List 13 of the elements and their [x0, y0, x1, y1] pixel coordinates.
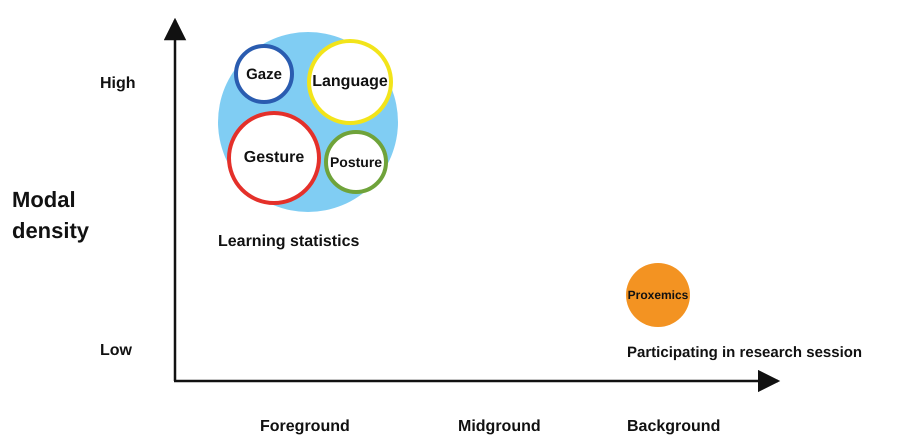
axis-category-label: Background	[627, 417, 720, 436]
category-label: Proxemics	[628, 288, 688, 302]
axis-title: Modal density	[12, 186, 90, 245]
caption-text: Learning statistics	[218, 233, 360, 251]
category-label: Gesture	[244, 149, 304, 167]
axis-category-label: Midground	[458, 417, 541, 436]
axis-tick-label: High	[100, 74, 136, 94]
caption-text: Participating in research session	[627, 344, 862, 361]
axis-category-label: Foreground	[260, 417, 350, 436]
category-label: Posture	[330, 154, 382, 170]
category-label: Gaze	[246, 66, 282, 82]
axis-tick-label: Low	[100, 341, 132, 361]
category-label: Language	[312, 73, 388, 91]
